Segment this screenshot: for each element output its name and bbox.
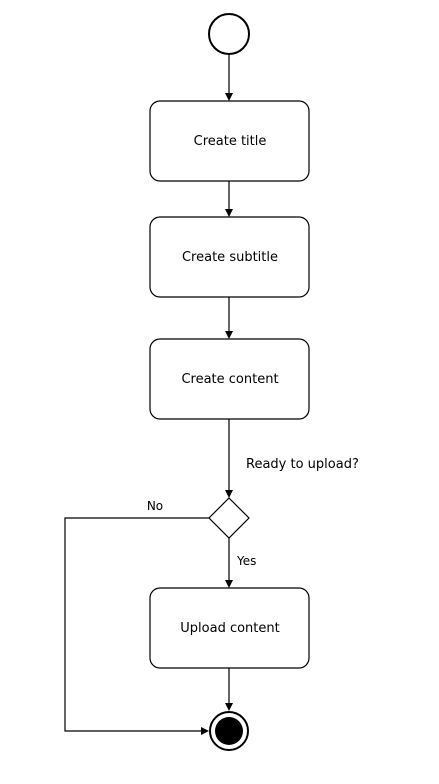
action-label-create-subtitle: Create subtitle — [182, 250, 278, 265]
arrowhead — [225, 703, 233, 711]
no-branch-label: No — [147, 499, 163, 513]
action-create-content: Create content — [149, 338, 310, 420]
arrowhead — [225, 490, 233, 498]
arrowhead — [201, 727, 209, 735]
start-node — [208, 13, 250, 55]
end-node — [209, 711, 249, 751]
arrowhead — [225, 209, 233, 217]
arrowhead — [225, 580, 233, 588]
end-node-inner-dot — [215, 717, 243, 745]
action-create-subtitle: Create subtitle — [149, 216, 310, 298]
edge-no-to-end — [64, 517, 209, 732]
decision-question-label: Ready to upload? — [246, 457, 359, 472]
action-upload-content: Upload content — [149, 587, 310, 669]
arrowhead — [225, 93, 233, 101]
arrowhead — [225, 331, 233, 339]
yes-branch-label: Yes — [236, 554, 256, 568]
decision-node — [208, 497, 250, 539]
action-label-create-content: Create content — [181, 372, 278, 387]
action-create-title: Create title — [149, 100, 310, 182]
action-label-create-title: Create title — [194, 134, 267, 149]
action-label-upload-content: Upload content — [180, 621, 279, 636]
